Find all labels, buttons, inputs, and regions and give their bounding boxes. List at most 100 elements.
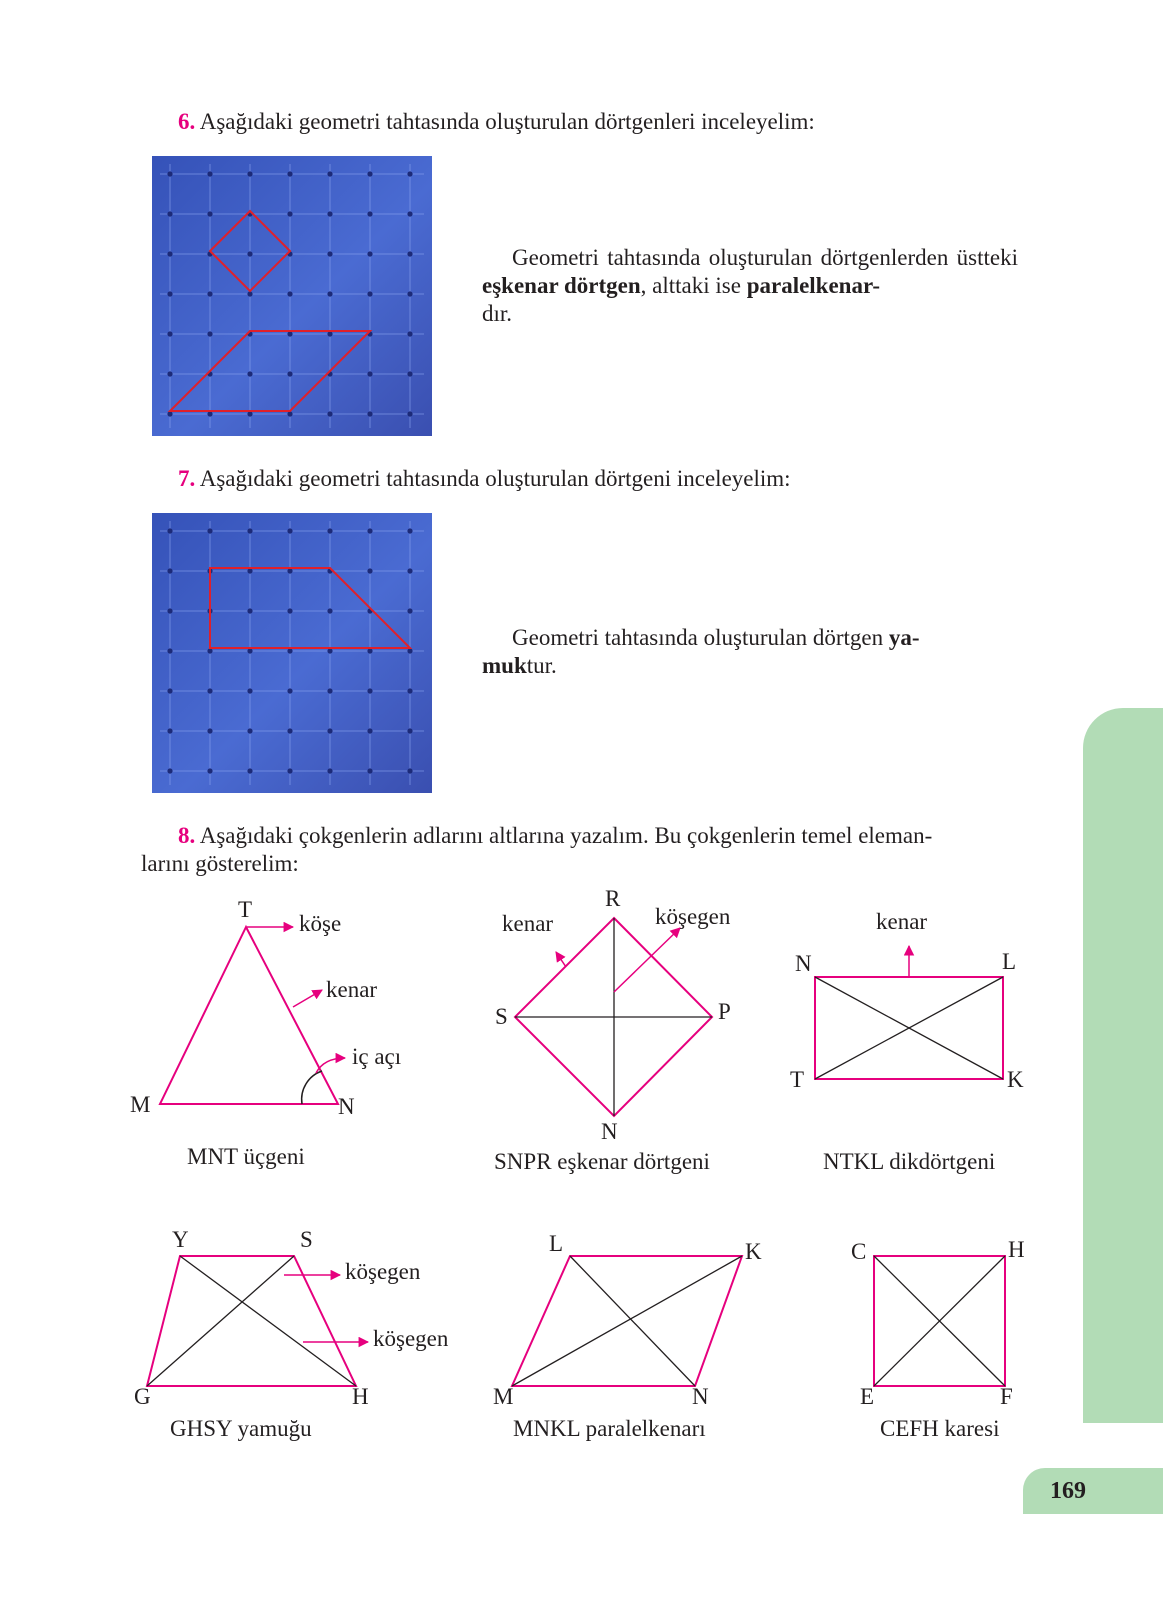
q7-explanation: Geometri tahtasında oluşturulan dörtgen …: [482, 624, 1018, 680]
peg: [407, 768, 413, 774]
trapezoid-ghsy: [145, 1255, 370, 1387]
vertex-label: H: [1008, 1237, 1025, 1262]
peg: [287, 728, 293, 734]
question-text: Aşağıdaki geometri tahtasında oluşturula…: [199, 109, 815, 134]
caption-trapezoid: GHSY yamuğu: [170, 1416, 312, 1441]
diagonal-label: köşegen: [655, 904, 731, 929]
peg: [167, 728, 173, 734]
caption-rectangle: NTKL dikdörtgeni: [823, 1149, 996, 1174]
vertex-label: M: [130, 1092, 151, 1117]
peg: [207, 411, 213, 417]
peg: [247, 371, 253, 377]
vertex-label: N: [601, 1119, 618, 1144]
peg: [367, 411, 373, 417]
caption-rhombus: SNPR eşkenar dörtgeni: [494, 1149, 710, 1174]
peg: [207, 211, 213, 217]
peg: [207, 291, 213, 297]
rectangle-ntkl: [814, 944, 1004, 1080]
peg: [207, 528, 213, 534]
question-number: 7.: [178, 466, 196, 491]
peg: [407, 371, 413, 377]
peg: [207, 688, 213, 694]
term-rhombus: eşkenar dörtgen: [482, 273, 641, 298]
vertex-label: T: [790, 1067, 805, 1092]
text: Geometri tahtasında oluşturulan dörtgen: [512, 625, 889, 650]
peg: [247, 768, 253, 774]
rhombus-snpr: [513, 916, 714, 1118]
peg: [327, 608, 333, 614]
vertex-label: N: [692, 1384, 709, 1409]
text: , alttaki ise: [640, 273, 747, 298]
peg: [367, 171, 373, 177]
peg: [287, 411, 293, 417]
question-7: 7. Aşağıdaki geometri tahtasında oluştur…: [178, 465, 791, 493]
peg: [287, 171, 293, 177]
vertex-label: P: [718, 999, 731, 1024]
vertex-label: N: [338, 1094, 355, 1119]
geoboard-image-2: [152, 513, 432, 793]
peg: [367, 648, 373, 654]
side-tab: [1083, 708, 1163, 1423]
peg: [327, 411, 333, 417]
peg: [407, 251, 413, 257]
caption-triangle: MNT üçgeni: [187, 1144, 305, 1169]
vertex-label: E: [860, 1384, 875, 1409]
geoboard-image-1: [152, 156, 432, 436]
peg: [407, 291, 413, 297]
peg: [287, 331, 293, 337]
side-label: kenar: [502, 911, 554, 936]
peg: [247, 291, 253, 297]
peg: [167, 371, 173, 377]
peg: [367, 211, 373, 217]
peg: [327, 211, 333, 217]
peg: [247, 411, 253, 417]
vertex-label: N: [795, 951, 812, 976]
peg: [287, 371, 293, 377]
peg: [327, 171, 333, 177]
peg: [407, 608, 413, 614]
peg: [407, 411, 413, 417]
peg: [287, 768, 293, 774]
peg: [247, 648, 253, 654]
diagonal-label: köşegen: [373, 1326, 449, 1351]
question-number: 6.: [178, 109, 196, 134]
peg: [287, 568, 293, 574]
question-8: 8. Aşağıdaki çokgenlerin adlarını altlar…: [178, 822, 932, 850]
peg: [327, 728, 333, 734]
text: Geometri tahtasında oluşturulan dörtgenl…: [512, 245, 1018, 270]
peg: [167, 171, 173, 177]
question-6: 6. Aşağıdaki geometri tahtasında oluştur…: [178, 108, 815, 136]
vertex-label: G: [134, 1384, 151, 1409]
peg: [247, 528, 253, 534]
peg: [167, 411, 173, 417]
corner-label: köşe: [299, 911, 342, 936]
trapezoid-on-board: [209, 567, 413, 649]
peg: [207, 171, 213, 177]
peg: [167, 768, 173, 774]
vertex-label: C: [851, 1239, 867, 1264]
vertex-label: M: [493, 1384, 514, 1409]
peg: [207, 768, 213, 774]
peg: [407, 171, 413, 177]
peg: [327, 291, 333, 297]
vertex-label: K: [1007, 1067, 1024, 1092]
text: dır.: [482, 301, 513, 326]
vertex-label: R: [605, 886, 621, 911]
peg: [207, 648, 213, 654]
side-label: kenar: [876, 909, 928, 934]
peg: [287, 211, 293, 217]
vertex-label: F: [1000, 1384, 1013, 1409]
vertex-label: L: [1002, 949, 1017, 974]
peg: [247, 728, 253, 734]
term-trapezoid: ya-: [888, 625, 920, 650]
q6-explanation: Geometri tahtasında oluşturulan dörtgenl…: [482, 244, 1018, 328]
peg: [407, 728, 413, 734]
vertex-label: S: [495, 1004, 508, 1029]
caption-square: CEFH karesi: [880, 1416, 1000, 1441]
side-label: kenar: [326, 977, 378, 1002]
peg: [287, 291, 293, 297]
peg: [327, 648, 333, 654]
peg: [367, 728, 373, 734]
peg: [167, 568, 173, 574]
peg: [367, 568, 373, 574]
